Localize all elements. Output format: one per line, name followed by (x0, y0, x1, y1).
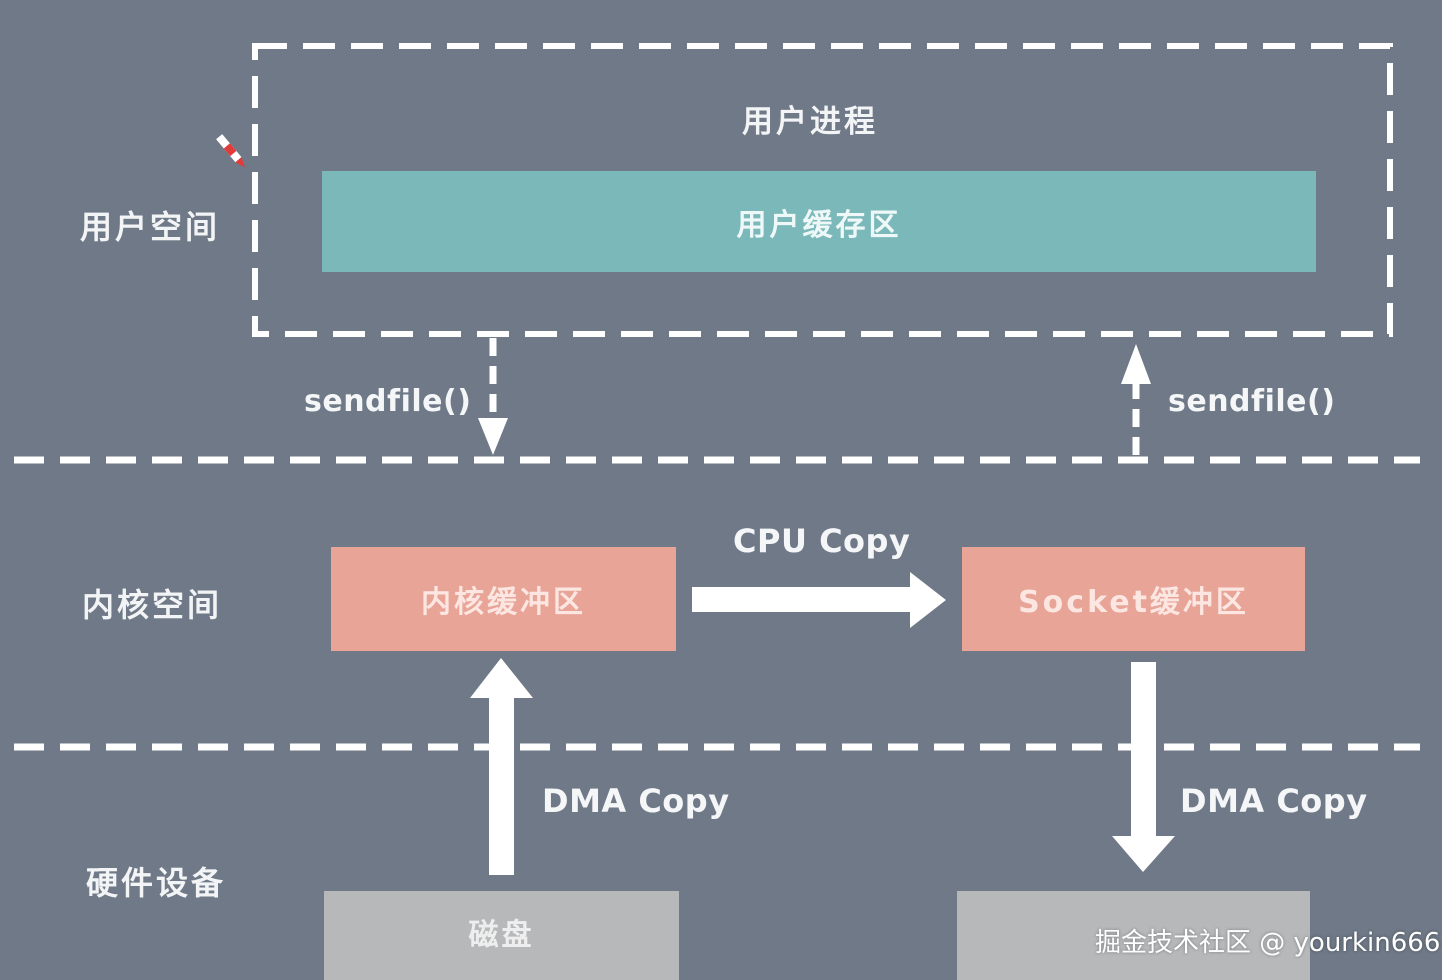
user-buffer-label: 用户缓存区 (736, 207, 902, 243)
socket-buffer-box: Socket缓冲区 (962, 547, 1305, 651)
sendfile-right-label: sendfile() (1168, 384, 1336, 419)
dma-down-arrow (1112, 662, 1175, 872)
dma-copy-right-label: DMA Copy (1180, 782, 1368, 820)
user-space-label: 用户空间 (80, 208, 221, 246)
sendfile-up-arrow (1121, 344, 1151, 455)
socket-buffer-label: Socket缓冲区 (1018, 585, 1249, 620)
disk-box: 磁盘 (324, 891, 679, 980)
user-buffer-box: 用户缓存区 (322, 171, 1316, 272)
dma-copy-left-label: DMA Copy (542, 782, 730, 820)
user-process-container (252, 43, 1393, 337)
disk-label: 磁盘 (468, 917, 535, 953)
network-card-box (957, 891, 1310, 980)
kernel-buffer-label: 内核缓冲区 (421, 585, 586, 620)
cpu-copy-label: CPU Copy (733, 522, 911, 560)
kernel-space-label: 内核空间 (82, 586, 223, 624)
user-process-title: 用户进程 (742, 104, 878, 140)
sendfile-left-label: sendfile() (304, 384, 472, 419)
hardware-label: 硬件设备 (86, 864, 227, 902)
sendfile-down-arrow (478, 338, 508, 455)
dma-up-arrow (470, 658, 533, 875)
cpu-copy-arrow (692, 572, 946, 628)
watermark-text: 掘金技术社区 @ yourkin666 (1095, 928, 1441, 958)
pen-icon (216, 134, 245, 168)
kernel-buffer-box: 内核缓冲区 (331, 547, 676, 651)
